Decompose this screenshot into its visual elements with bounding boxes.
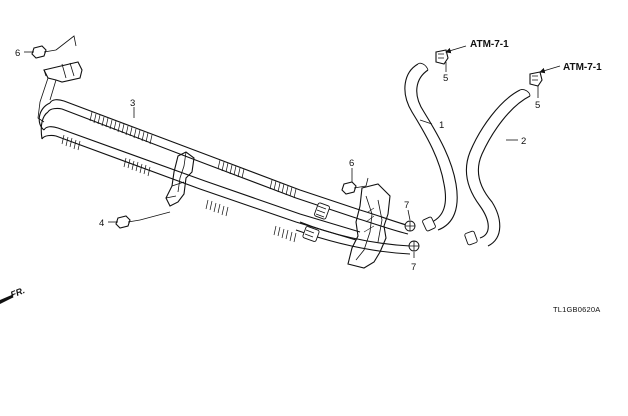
callout-6-middle: 6 xyxy=(349,158,354,169)
callout-1: 1 xyxy=(439,120,444,131)
hose-1 xyxy=(404,62,458,232)
callout-3: 3 xyxy=(130,98,135,109)
front-direction-arrow: FR. xyxy=(0,285,26,304)
cooler-fins-lower-left xyxy=(61,134,151,177)
callout-7-upper: 7 xyxy=(404,200,409,211)
clamp-7-upper xyxy=(404,220,416,232)
callout-2: 2 xyxy=(521,136,526,147)
cooler-fins-lower-right xyxy=(205,199,297,243)
clip-5-right xyxy=(529,71,543,87)
bolt-6-top xyxy=(31,45,57,59)
drawing-code: TL1GB0620A xyxy=(553,305,600,314)
hose-2 xyxy=(464,89,531,247)
cooler-fins-upper-right xyxy=(217,159,297,199)
reference-atm-left: ATM-7-1 xyxy=(470,39,509,50)
short-hose-connectors xyxy=(302,202,330,242)
bolt-4 xyxy=(115,215,141,229)
middle-bracket xyxy=(165,151,195,207)
clamp-7-lower xyxy=(408,240,420,252)
reference-atm-right: ATM-7-1 xyxy=(563,62,602,73)
callout-6-top: 6 xyxy=(15,48,20,59)
oil-cooler-assembly xyxy=(38,99,411,255)
front-arrow-label: FR. xyxy=(9,285,26,300)
callout-4: 4 xyxy=(99,218,104,229)
leader-lines xyxy=(24,35,561,258)
upper-left-bracket xyxy=(37,61,83,123)
callout-5-right: 5 xyxy=(535,100,540,111)
callout-7-lower: 7 xyxy=(411,262,416,273)
callout-5-left: 5 xyxy=(443,73,448,84)
right-bracket-plate xyxy=(347,183,391,269)
cooler-fins-upper-left xyxy=(89,111,153,145)
clip-5-left xyxy=(435,49,449,65)
